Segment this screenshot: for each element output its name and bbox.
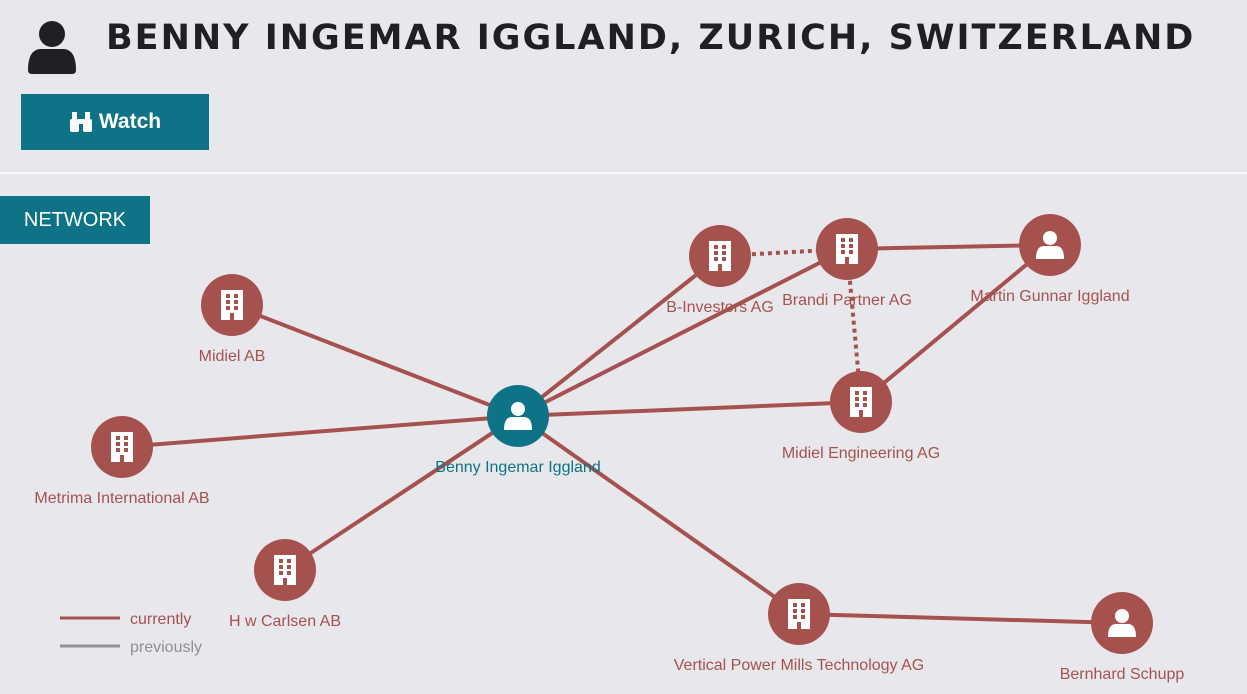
node-label: Brandi Partner AG [782,292,912,309]
edge-benny-vertical [516,414,801,616]
node-midielab[interactable]: Midiel AB [199,274,266,365]
edge-benny-metrima [121,414,519,449]
building-icon [788,599,810,629]
node-midieleng[interactable]: Midiel Engineering AG [782,371,940,462]
node-vertical[interactable]: Vertical Power Mills Technology AG [674,583,924,674]
node-bernhard[interactable]: Bernhard Schupp [1060,592,1185,683]
building-icon [836,234,858,264]
divider [0,172,1247,174]
legend-previously: previously [130,639,202,656]
watch-button[interactable]: Watch [21,94,209,150]
tab-network[interactable]: NETWORK [0,196,150,244]
edge-brandi-martin [846,243,1051,251]
node-label: Midiel AB [199,348,266,365]
node-hw[interactable]: H w Carlsen AB [229,539,341,630]
edge-benny-hw [283,414,520,572]
building-icon [111,432,133,462]
node-label: Martin Gunnar Iggland [970,288,1129,305]
node-label: Metrima International AB [34,490,209,507]
binoculars-icon [69,112,92,132]
user-icon [28,21,76,74]
edge-benny-midielab [231,303,519,418]
edge-martin-midieleng [859,243,1052,404]
legend-currently: currently [130,611,191,628]
person-icon [1108,609,1136,637]
node-label: Benny Ingemar Iggland [435,459,600,476]
node-label: H w Carlsen AB [229,613,341,630]
edge-benny-brandi [517,247,848,418]
node-label: Bernhard Schupp [1060,666,1185,683]
building-icon [221,290,243,320]
building-icon [850,387,872,417]
person-icon [1036,231,1064,259]
node-label: B-Investors AG [666,299,774,316]
page-title: BENNY INGEMAR IGGLAND, ZURICH, SWITZERLA… [106,18,1196,58]
node-label: Vertical Power Mills Technology AG [674,657,924,674]
edge-benny-binv [516,254,722,418]
watch-label: Watch [98,110,162,133]
legend: currently previously [60,611,202,656]
node-metrima[interactable]: Metrima International AB [34,416,210,507]
edge-vertical-bernhard [798,612,1123,625]
node-martin[interactable]: Martin Gunnar Iggland [970,214,1130,305]
person-icon [504,402,532,430]
node-benny[interactable]: Benny Ingemar Iggland [435,385,601,476]
building-icon [274,555,296,585]
node-binv[interactable]: B-Investors AG [666,225,774,316]
node-label: Midiel Engineering AG [782,445,940,462]
building-icon [709,241,731,271]
node-brandi[interactable]: Brandi Partner AG [782,218,912,309]
edge-benny-midieleng [517,400,862,418]
